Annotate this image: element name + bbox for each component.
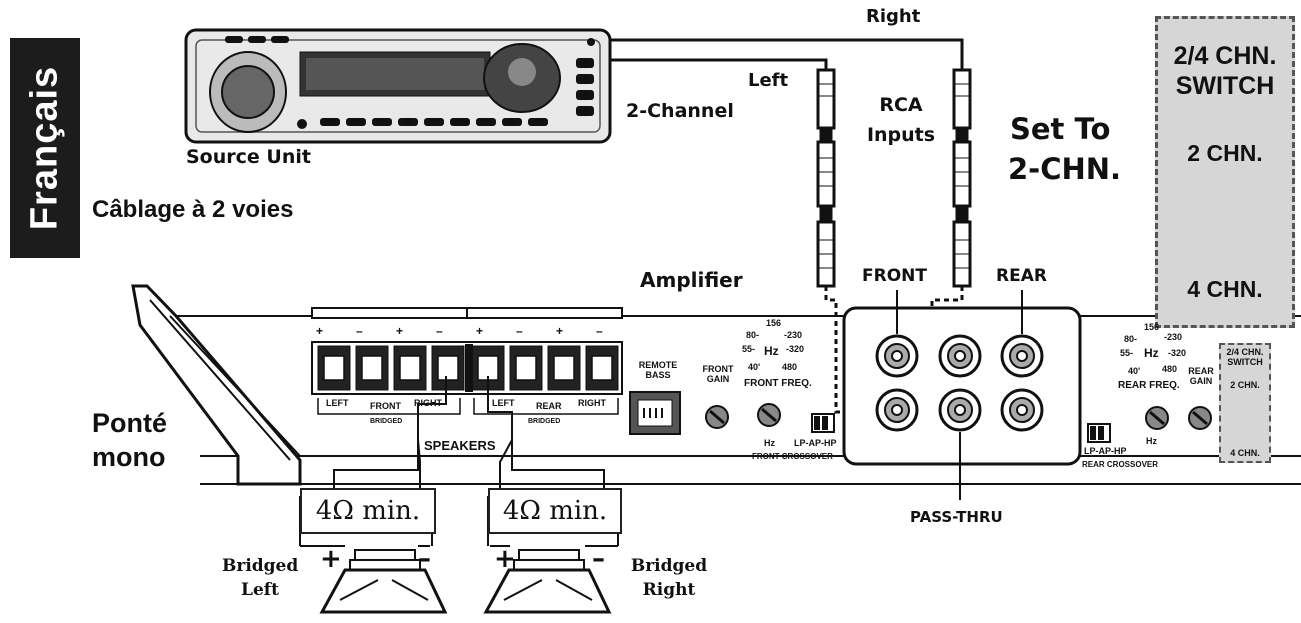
rca-label-2: Inputs xyxy=(866,124,936,146)
ohm-box-left: 4Ω min. xyxy=(300,488,436,534)
rear-lp-ap-hp: LP-AP-HP xyxy=(1084,446,1127,456)
front-gain-knob xyxy=(705,405,729,429)
set-to-label-2: 2-CHN. xyxy=(1008,152,1122,186)
set-to-label-1: Set To xyxy=(1010,112,1111,146)
rear-freq-tick-80: 80- xyxy=(1124,334,1138,344)
rear-freq-tick-156: 156 xyxy=(1144,322,1160,332)
terminal-left-front: LEFT xyxy=(326,398,349,408)
speaker-terminal-block xyxy=(311,341,623,415)
amplifier-body xyxy=(131,284,1301,486)
terminal-polarity-5: + xyxy=(476,324,484,338)
terminal-right-rear: RIGHT xyxy=(578,398,606,408)
rear-gain-knob xyxy=(1188,406,1212,430)
rear-freq-tick-55: 55- xyxy=(1120,348,1134,358)
language-tab: Français xyxy=(10,38,80,258)
terminal-polarity-3: + xyxy=(396,324,404,338)
rear-freq-hz: Hz xyxy=(1144,346,1159,360)
rear-crossover-label: REAR CROSSOVER xyxy=(1082,460,1159,469)
terminal-bridged-front: BRIDGED xyxy=(370,418,403,425)
rear-freq-tick-320: -320 xyxy=(1168,348,1187,358)
front-gain-label-2: GAIN xyxy=(706,374,730,384)
front-crossover-switch xyxy=(811,413,835,433)
small-switch-pos-4: 4 CHN. xyxy=(1230,448,1260,458)
front-input-label: FRONT xyxy=(862,266,927,286)
terminal-polarity-2: – xyxy=(356,324,363,338)
front-freq-tick-320: -320 xyxy=(786,344,805,354)
terminal-polarity-4: – xyxy=(436,324,443,338)
rca-cables xyxy=(610,38,972,288)
terminal-rear: REAR xyxy=(536,401,562,411)
front-xover-hz: Hz xyxy=(764,438,775,448)
front-lp-ap-hp: LP-AP-HP xyxy=(794,438,837,448)
front-gain-label-1: FRONT xyxy=(702,364,734,374)
rear-input-label: REAR xyxy=(996,266,1047,286)
rear-crossover-switch xyxy=(1087,423,1111,443)
source-unit-graphic xyxy=(184,28,612,144)
terminal-bridged-rear: BRIDGED xyxy=(528,418,561,425)
remote-bass-label-2: BASS xyxy=(645,370,671,380)
rca-input-panel xyxy=(842,290,1082,500)
switch-pos-4: 4 CHN. xyxy=(1187,276,1263,302)
small-switch-pos-2: 2 CHN. xyxy=(1230,380,1260,390)
rear-freq-label: REAR FREQ. xyxy=(1118,380,1180,391)
ohm-box-right: 4Ω min. xyxy=(488,488,622,534)
rear-xover-hz: Hz xyxy=(1146,436,1157,446)
small-chn-switch xyxy=(1219,343,1271,463)
rear-freq-knob xyxy=(1145,406,1169,430)
rca-label-1: RCA xyxy=(879,94,923,116)
speakers-label: SPEAKERS xyxy=(424,438,496,453)
terminal-right-front: RIGHT xyxy=(414,398,442,408)
bridged-mono-label-2: mono xyxy=(92,442,166,472)
front-freq-knob xyxy=(757,403,781,427)
speaker-left-graphic xyxy=(319,549,448,614)
remote-bass-label-1: REMOTE xyxy=(638,360,678,370)
rear-freq-tick-230: -230 xyxy=(1164,332,1183,342)
bridged-mono-label-1: Ponté xyxy=(92,408,168,438)
bridged-right-label-1: Bridged xyxy=(630,556,708,576)
left-speaker-plus: + xyxy=(320,544,342,574)
remote-bass-jack xyxy=(629,391,681,435)
right-speaker-plus: + xyxy=(494,544,516,574)
terminal-polarity-1: + xyxy=(316,324,324,338)
bridged-right-label-2: Right xyxy=(642,580,696,600)
two-channel-label: 2-Channel xyxy=(626,100,734,122)
front-freq-label: FRONT FREQ. xyxy=(744,378,812,389)
rear-gain-label-1: REAR xyxy=(1188,366,1214,376)
terminal-left-rear: LEFT xyxy=(492,398,515,408)
terminal-polarity-8: – xyxy=(596,324,603,338)
switch-pos-2: 2 CHN. xyxy=(1187,140,1263,166)
right-channel-label: Right xyxy=(866,6,921,27)
front-freq-tick-480: 480 xyxy=(782,362,798,372)
small-switch-title-2: SWITCH xyxy=(1227,357,1263,367)
speaker-right-graphic xyxy=(483,549,612,614)
terminal-polarity-7: + xyxy=(556,324,564,338)
switch-title-2: SWITCH xyxy=(1175,72,1275,100)
left-speaker-minus: – xyxy=(418,544,431,574)
front-freq-tick-40: 40' xyxy=(748,362,761,372)
terminal-polarity-6: – xyxy=(516,324,523,338)
terminal-front: FRONT xyxy=(370,401,401,411)
rear-freq-tick-480: 480 xyxy=(1162,364,1178,374)
front-crossover-label: FRONT CROSSOVER xyxy=(752,452,833,461)
rear-gain-label-2: GAIN xyxy=(1189,376,1213,386)
front-freq-hz: Hz xyxy=(764,344,779,358)
front-freq-tick-55: 55- xyxy=(742,344,756,354)
source-unit-label: Source Unit xyxy=(186,146,311,168)
front-freq-tick-230: -230 xyxy=(784,330,803,340)
pass-thru-label: PASS-THRU xyxy=(910,508,1003,526)
switch-title-1: 2/4 CHN. xyxy=(1173,42,1277,70)
bridged-left-label-2: Left xyxy=(241,580,279,600)
rear-freq-tick-40: 40' xyxy=(1128,366,1141,376)
right-speaker-minus: – xyxy=(592,544,605,574)
bridged-left-label-1: Bridged xyxy=(222,556,299,576)
small-switch-title-1: 2/4 CHN. xyxy=(1226,347,1264,357)
chn-switch-callout xyxy=(1155,16,1295,328)
amplifier-label: Amplifier xyxy=(640,268,743,292)
left-channel-label: Left xyxy=(748,70,789,91)
front-freq-tick-80: 80- xyxy=(746,330,760,340)
wiring-subtitle: Câblage à 2 voies xyxy=(92,196,294,223)
front-freq-tick-156: 156 xyxy=(766,318,782,328)
